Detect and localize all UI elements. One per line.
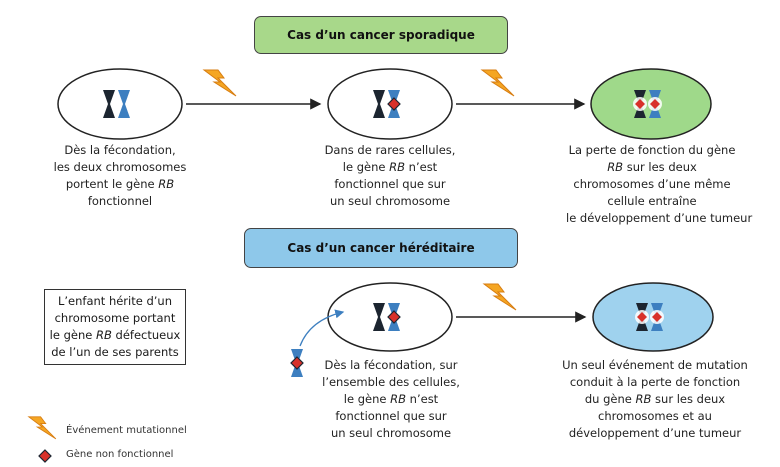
hereditary-banner: Cas d’un cancer héréditaire (244, 228, 518, 268)
inheritance-arrow (299, 309, 345, 347)
legend-lightning-icon (28, 416, 57, 440)
sporadic-cell-2 (327, 68, 453, 140)
sporadic-step3-caption: La perte de fonction du gène RB sur les … (566, 143, 753, 225)
lightning-icon (203, 69, 237, 97)
legend-mutation-event: Événement mutationnel (66, 425, 187, 436)
inherited-chromosome (290, 349, 304, 377)
inheritance-box: L’enfant hérite d’un chromosome portant … (44, 289, 186, 365)
hereditary-title: Cas d’un cancer héréditaire (287, 241, 475, 255)
sporadic-step1-caption: Dès la fécondation, les deux chromosomes… (53, 143, 187, 208)
sporadic-title: Cas d’un cancer sporadique (287, 28, 475, 42)
sporadic-tumor-cell (590, 68, 712, 140)
hereditary-step2-caption: Dès la fécondation, sur l’ensemble des c… (322, 358, 460, 440)
lightning-icon (481, 69, 515, 97)
hereditary-step3-caption: Un seul événement de mutation conduit à … (562, 358, 748, 440)
hereditary-cell-2 (327, 282, 453, 352)
sporadic-step2-caption: Dans de rares cellules, le gène RB n’est… (324, 143, 456, 208)
legend-nonfunctional-gene: Gène non fonctionnel (66, 449, 174, 460)
hereditary-tumor-cell (592, 282, 714, 352)
lightning-icon (483, 283, 517, 311)
sporadic-cell-1 (57, 68, 183, 140)
sporadic-banner: Cas d’un cancer sporadique (254, 16, 508, 54)
legend-mutation-icon (38, 449, 52, 463)
